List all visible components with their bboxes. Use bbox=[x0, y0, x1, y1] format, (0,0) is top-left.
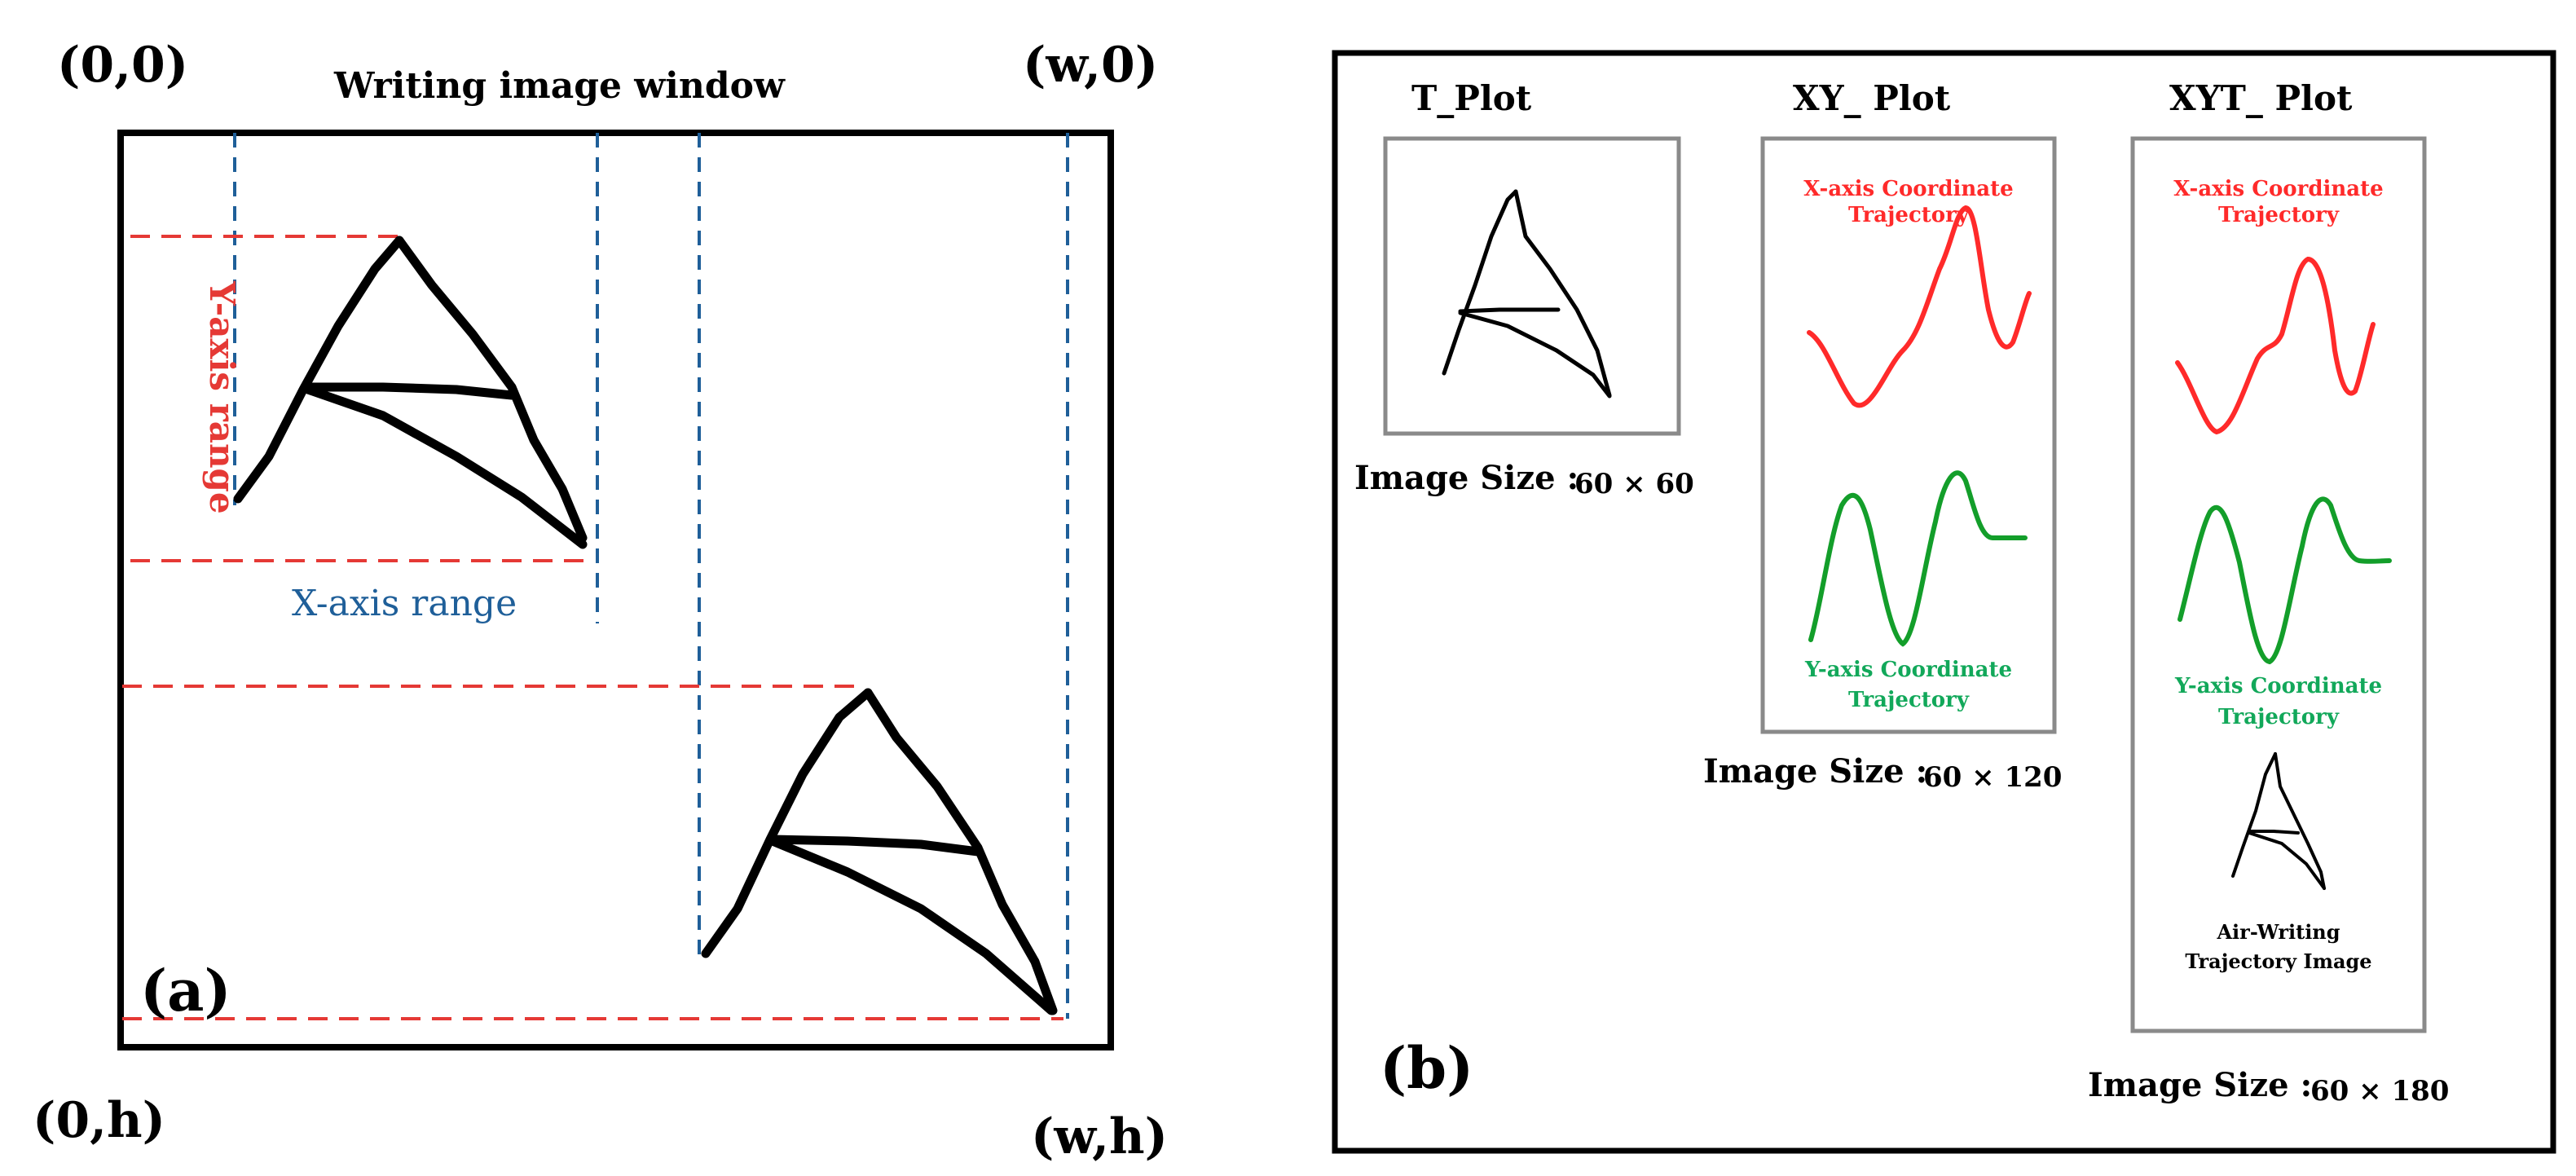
xyt-plot-size-value: 60 × 180 bbox=[2310, 1075, 2449, 1108]
writing-window-frame bbox=[117, 130, 1114, 1050]
t-plot-glyph bbox=[1442, 189, 1612, 399]
corner-label-bottom-right: (w,h) bbox=[1031, 1108, 1168, 1165]
xyt-plot-title: XYT_ Plot bbox=[2169, 78, 2353, 118]
panel-b: T_Plot XY_ Plot XYT_ Plot Image Size : 6… bbox=[1332, 50, 2556, 1154]
xyt-air-writing-glyph bbox=[2231, 752, 2326, 890]
handwritten-a-glyph-2 bbox=[701, 688, 1058, 1015]
xyt-air-label-line2: Trajectory Image bbox=[2185, 949, 2371, 973]
panel-b-frame bbox=[1332, 50, 2556, 1154]
xyt-x-trajectory-curve bbox=[2175, 256, 2376, 435]
t-plot-size-prefix: Image Size : bbox=[1354, 459, 1579, 497]
t-plot-box bbox=[1383, 136, 1681, 436]
xy-plot-box bbox=[1760, 136, 2057, 734]
xyt-plot-box bbox=[2130, 136, 2427, 1033]
xy-x-trajectory-curve bbox=[1807, 205, 2032, 408]
xyt-air-label-line1: Air-Writing bbox=[2216, 920, 2340, 944]
t-plot-title: T_Plot bbox=[1411, 78, 1532, 118]
panel-b-label: (b) bbox=[1380, 1034, 1473, 1102]
xy-y-trajectory-curve bbox=[1808, 470, 2028, 647]
xyt-x-traj-label-line1: X-axis Coordinate bbox=[2173, 177, 2383, 201]
corner-label-top-left: (0,0) bbox=[57, 37, 188, 94]
xy-plot-size-value: 60 × 120 bbox=[1923, 761, 2062, 794]
xy-plot-title: XY_ Plot bbox=[1793, 78, 1951, 118]
x-axis-range-label: X-axis range bbox=[292, 583, 517, 624]
xyt-y-traj-label-line2: Trajectory bbox=[2218, 705, 2340, 729]
t-plot-size-value: 60 × 60 bbox=[1574, 468, 1694, 500]
corner-label-bottom-left: (0,h) bbox=[33, 1092, 165, 1149]
xy-y-traj-label-line2: Trajectory bbox=[1848, 688, 1970, 712]
xyt-x-traj-label-line2: Trajectory bbox=[2218, 203, 2340, 227]
corner-label-top-right: (w,0) bbox=[1023, 37, 1158, 94]
xy-plot-size-prefix: Image Size : bbox=[1703, 752, 1927, 791]
panel-a: (0,0) Writing image window (w,0) (0,h) (… bbox=[33, 37, 1168, 1165]
xy-x-traj-label-line2: Trajectory bbox=[1848, 203, 1970, 227]
xyt-y-trajectory-curve bbox=[2177, 496, 2392, 665]
window-title: Writing image window bbox=[333, 65, 786, 107]
xy-y-traj-label-line1: Y-axis Coordinate bbox=[1804, 658, 2012, 682]
panel-a-label: (a) bbox=[140, 957, 231, 1024]
y-axis-range-label: Y-axis range bbox=[202, 280, 242, 514]
handwritten-a-glyph-1 bbox=[233, 236, 588, 549]
xyt-y-traj-label-line1: Y-axis Coordinate bbox=[2174, 674, 2382, 698]
xy-x-traj-label-line1: X-axis Coordinate bbox=[1803, 177, 2013, 201]
xyt-plot-size-prefix: Image Size : bbox=[2088, 1066, 2312, 1104]
